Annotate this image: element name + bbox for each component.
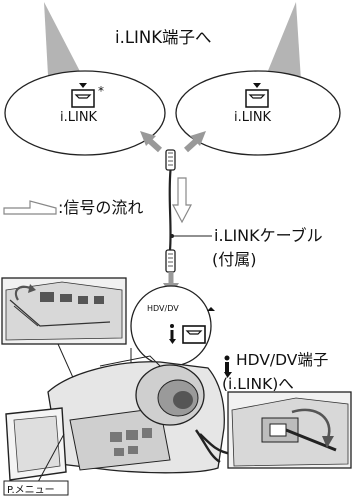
plug-insert-inset <box>227 391 352 469</box>
right-ilink-port-icon <box>245 83 269 108</box>
left-ilink-port-icon <box>71 83 95 108</box>
signal-flow-legend-arrow <box>3 200 57 215</box>
left-device-label: i.LINK <box>60 110 98 125</box>
camera-port-label: HDV/DV端子 <box>236 351 329 369</box>
p-menu-label: P.メニュー <box>7 485 55 496</box>
camera-port-sub-label: (i.LINK)へ <box>222 375 294 393</box>
port-cover-inset <box>1 277 127 345</box>
signal-flow-label: :信号の流れ <box>58 198 144 217</box>
right-device-label: i.LINK <box>234 110 272 125</box>
cable-signal-flow-arrow <box>172 177 192 224</box>
p-menu-box <box>3 480 69 496</box>
ilink-mark-icon <box>224 355 232 378</box>
p-menu-leader-line <box>37 433 65 483</box>
cable-label: i.LINKケーブル <box>214 226 323 245</box>
camera-port-badge: HDV/DV <box>147 304 179 313</box>
camcorder-illustration <box>47 355 233 474</box>
camera-port-zoom <box>130 285 215 367</box>
ilink-cable <box>165 149 176 273</box>
lcd-screen <box>5 407 67 481</box>
cable-note: (付属) <box>212 250 257 269</box>
arrow-to-left-device <box>140 131 163 153</box>
left-device-asterisk: * <box>98 84 104 98</box>
left-device-oval <box>4 70 166 156</box>
right-device-oval <box>175 70 341 156</box>
heading: i.LINK端子へ <box>115 28 212 47</box>
arrow-to-right-device <box>183 131 206 153</box>
